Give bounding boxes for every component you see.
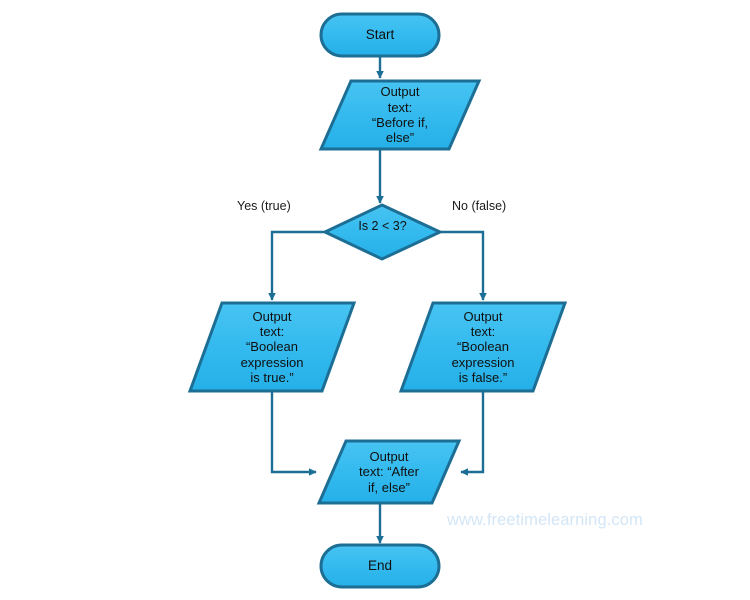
node-output-true-shape[interactable] xyxy=(187,301,357,393)
node-output-false-shape[interactable] xyxy=(398,301,568,393)
connector-false-to-after xyxy=(460,392,485,476)
node-end-shape[interactable] xyxy=(319,543,441,589)
connector-true-to-after xyxy=(270,392,317,476)
connector-decision-yes xyxy=(268,230,325,301)
node-start-shape[interactable] xyxy=(319,12,441,58)
node-output-after-shape[interactable] xyxy=(316,439,462,505)
edge-label-no: No (false) xyxy=(452,199,507,213)
node-decision-shape[interactable] xyxy=(321,203,444,261)
watermark-text: www.freetimelearning.com xyxy=(447,511,643,529)
node-output-before-shape[interactable] xyxy=(318,79,482,151)
edge-label-yes: Yes (true) xyxy=(237,199,291,213)
connector-decision-no xyxy=(440,230,487,301)
